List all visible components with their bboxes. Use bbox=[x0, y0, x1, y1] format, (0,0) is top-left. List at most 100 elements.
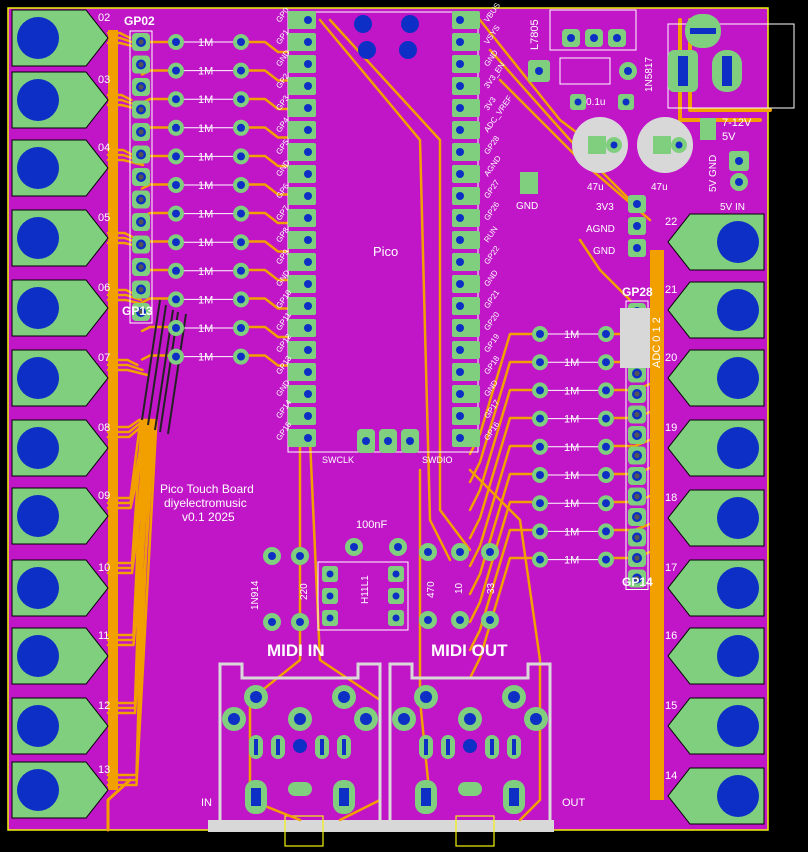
header-right-hole bbox=[634, 370, 640, 377]
pico-pin-left bbox=[288, 77, 316, 95]
resistor-right-4-drill bbox=[602, 442, 610, 451]
resistor-left-9-drill bbox=[237, 295, 245, 304]
pico-pin-right bbox=[452, 385, 480, 403]
touch-pad-left-03-drill bbox=[17, 79, 59, 121]
touch-pad-right-22 bbox=[667, 213, 765, 271]
pico-pin-drill bbox=[456, 214, 464, 222]
touch-pad-right-19-drill bbox=[717, 427, 759, 469]
pico-pin-right bbox=[452, 143, 480, 161]
pico-pin-drill bbox=[456, 104, 464, 112]
rail-gnd-label: GND bbox=[593, 246, 615, 257]
touch-pad-right-15-drill bbox=[717, 705, 759, 747]
resistor-right-6-drill bbox=[602, 499, 610, 508]
copper-pour-left bbox=[108, 30, 118, 790]
resistor-left-3: 1M bbox=[168, 119, 249, 136]
resistor-left-6-drill bbox=[237, 209, 245, 218]
touch-pad-right-label: 14 bbox=[665, 770, 677, 782]
diag-trace bbox=[328, 18, 472, 552]
header-right-hole bbox=[634, 575, 640, 582]
resistor-left-11: 1M bbox=[168, 348, 249, 365]
pico-pin-drill bbox=[304, 16, 312, 24]
resistor-trace bbox=[238, 325, 290, 339]
resistor-right-1: 1M bbox=[532, 354, 614, 371]
electrolytic-pad bbox=[653, 136, 671, 154]
pico-pin-left bbox=[288, 275, 316, 293]
resistor-left-0-value: 1M bbox=[198, 37, 213, 49]
pico-pin-right bbox=[452, 99, 480, 117]
touch-pad-left-label: 13 bbox=[98, 764, 110, 776]
resistor-left-5: 1M bbox=[168, 177, 249, 193]
touch-pad-left-07-drill bbox=[17, 357, 59, 399]
regulator-outline bbox=[549, 9, 637, 51]
resistor-left-9-drill bbox=[172, 295, 180, 304]
touch-pad-right-22-drill bbox=[717, 221, 759, 263]
resistor-left-9: 1M bbox=[168, 291, 249, 308]
pico-pin-left bbox=[288, 99, 316, 117]
pico-pin-left bbox=[288, 341, 316, 359]
resistor-right-5-value: 1M bbox=[564, 470, 579, 482]
regulator-drill bbox=[613, 34, 621, 42]
pico-pin-right bbox=[452, 297, 480, 315]
touch-pad-left-04 bbox=[11, 139, 109, 197]
resistor-left-1-drill bbox=[237, 66, 245, 75]
touch-pad-left-11 bbox=[11, 627, 109, 685]
resistor-right-8-value: 1M bbox=[564, 555, 579, 567]
pico-pin-drill bbox=[456, 170, 464, 178]
touch-pad-left-06 bbox=[11, 279, 109, 337]
pico-mount-hole bbox=[354, 15, 372, 33]
resistor-right-6-value: 1M bbox=[564, 498, 579, 510]
board-title-line3: v0.1 2025 bbox=[182, 510, 235, 524]
pico-pin-drill bbox=[304, 368, 312, 376]
resistor-right-8-drill bbox=[602, 555, 610, 564]
resistor-right-4: 1M bbox=[532, 438, 614, 455]
midi-out-connector-mount-drill bbox=[509, 788, 519, 806]
resistor-left-11-value: 1M bbox=[198, 352, 213, 364]
touch-pad-right-20 bbox=[667, 349, 765, 407]
touch-pad-left-08-drill bbox=[17, 427, 59, 469]
resistor-left-7-drill bbox=[237, 238, 245, 247]
resistor-left-3-drill bbox=[237, 123, 245, 132]
touch-pad-right-18-drill bbox=[717, 497, 759, 539]
pico-pin-left bbox=[288, 319, 316, 337]
touch-pad-right-21 bbox=[667, 281, 765, 339]
touch-pad-left-10 bbox=[11, 559, 109, 617]
resistor-left-4: 1M bbox=[168, 148, 249, 165]
swclk-label: SWCLK bbox=[322, 455, 354, 465]
header-left-hole bbox=[138, 309, 144, 315]
right-route bbox=[468, 416, 540, 540]
resistor-right-1-drill bbox=[536, 358, 544, 367]
pico-pin-drill bbox=[456, 368, 464, 376]
r470-label: 470 bbox=[426, 581, 437, 598]
pico-pin-left bbox=[288, 55, 316, 73]
pico-module-label: Pico bbox=[373, 244, 398, 259]
resistor-left-2-drill bbox=[172, 95, 180, 104]
touch-pad-right-14-drill bbox=[717, 775, 759, 817]
touch-pad-right-label: 18 bbox=[665, 492, 677, 504]
touch-pad-left-05-drill bbox=[17, 217, 59, 259]
pico-pin-drill bbox=[304, 192, 312, 200]
touch-pads bbox=[11, 9, 765, 825]
resistor-trace bbox=[238, 154, 290, 168]
midi-in-connector-center bbox=[293, 739, 307, 753]
resistor-left-8-value: 1M bbox=[198, 266, 213, 278]
right-route bbox=[468, 528, 540, 652]
resistor-right-1-value: 1M bbox=[564, 357, 579, 369]
left-pad-trace bbox=[106, 358, 139, 367]
midi-out-connector-drill bbox=[508, 691, 520, 703]
touch-pad-left-label: 05 bbox=[98, 212, 110, 224]
header-left-hole bbox=[138, 151, 144, 158]
schottky-drill bbox=[535, 67, 543, 75]
resistor-right-2: 1M bbox=[532, 382, 614, 399]
pico-pin-right bbox=[452, 231, 480, 249]
touch-pad-left-label: 08 bbox=[98, 422, 110, 434]
resistor-left-5-value: 1M bbox=[198, 180, 213, 192]
pico-pin-right bbox=[452, 253, 480, 271]
pico-pin-drill bbox=[456, 434, 464, 442]
midi-in-connector-drill bbox=[360, 713, 372, 725]
resistor-left-2-drill bbox=[237, 95, 245, 104]
left-pad-trace bbox=[106, 231, 136, 240]
pico-pin-left bbox=[288, 11, 316, 29]
midi-in-connector-drill bbox=[294, 713, 306, 725]
touch-pad-left-07 bbox=[11, 349, 109, 407]
pico-pin-right bbox=[452, 187, 480, 205]
